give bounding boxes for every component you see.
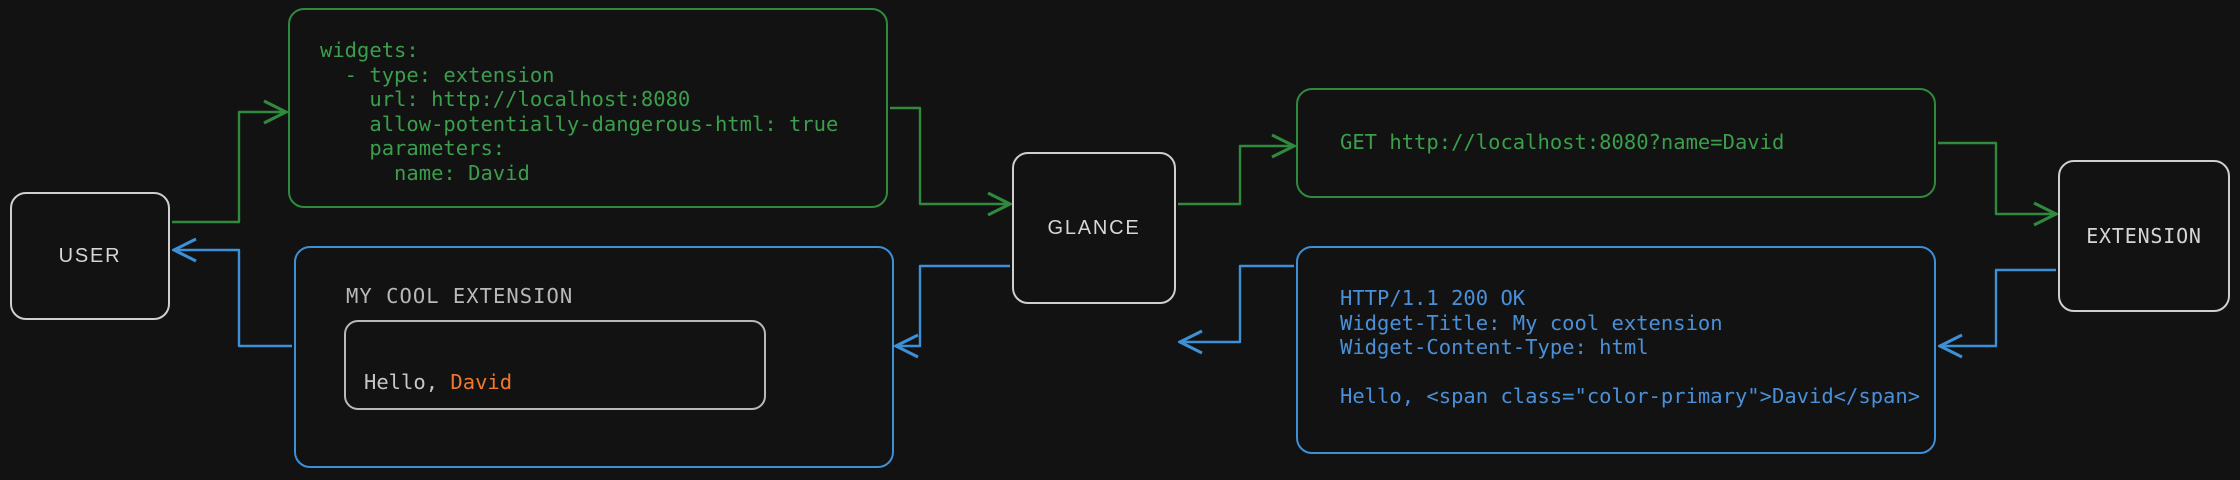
panel-rendered-widget: MY COOL EXTENSION Hello, David <box>294 246 894 468</box>
node-glance-label: GLANCE <box>1047 216 1141 239</box>
node-user[interactable]: USER <box>10 192 170 320</box>
widget-body: Hello, David <box>344 320 766 410</box>
edge-glance-to-request <box>1178 146 1294 206</box>
http-response-text: HTTP/1.1 200 OK Widget-Title: My cool ex… <box>1340 286 1921 408</box>
edge-widget-to-user <box>174 250 292 348</box>
edge-extension-to-response <box>1940 268 2056 346</box>
widget-greeting-prefix: Hello, <box>364 370 451 394</box>
yaml-config-text: widgets: - type: extension url: http://l… <box>320 38 839 185</box>
widget-title: MY COOL EXTENSION <box>346 284 574 308</box>
widget-greeting: Hello, David <box>364 370 512 394</box>
edge-config-to-glance <box>890 106 1010 204</box>
node-extension-label: EXTENSION <box>2086 224 2202 248</box>
node-user-label: USER <box>58 244 122 267</box>
edge-glance-to-widget <box>896 264 1010 346</box>
node-extension[interactable]: EXTENSION <box>2058 160 2230 312</box>
panel-yaml-config: widgets: - type: extension url: http://l… <box>288 8 888 208</box>
widget-greeting-name: David <box>450 370 513 394</box>
edge-user-to-config <box>172 112 286 224</box>
panel-http-response: HTTP/1.1 200 OK Widget-Title: My cool ex… <box>1296 246 1936 454</box>
edge-response-to-glance <box>1180 264 1294 342</box>
edge-request-to-extension <box>1938 141 2056 214</box>
panel-get-request: GET http://localhost:8080?name=David <box>1296 88 1936 198</box>
get-request-text: GET http://localhost:8080?name=David <box>1340 130 1785 154</box>
node-glance[interactable]: GLANCE <box>1012 152 1176 304</box>
